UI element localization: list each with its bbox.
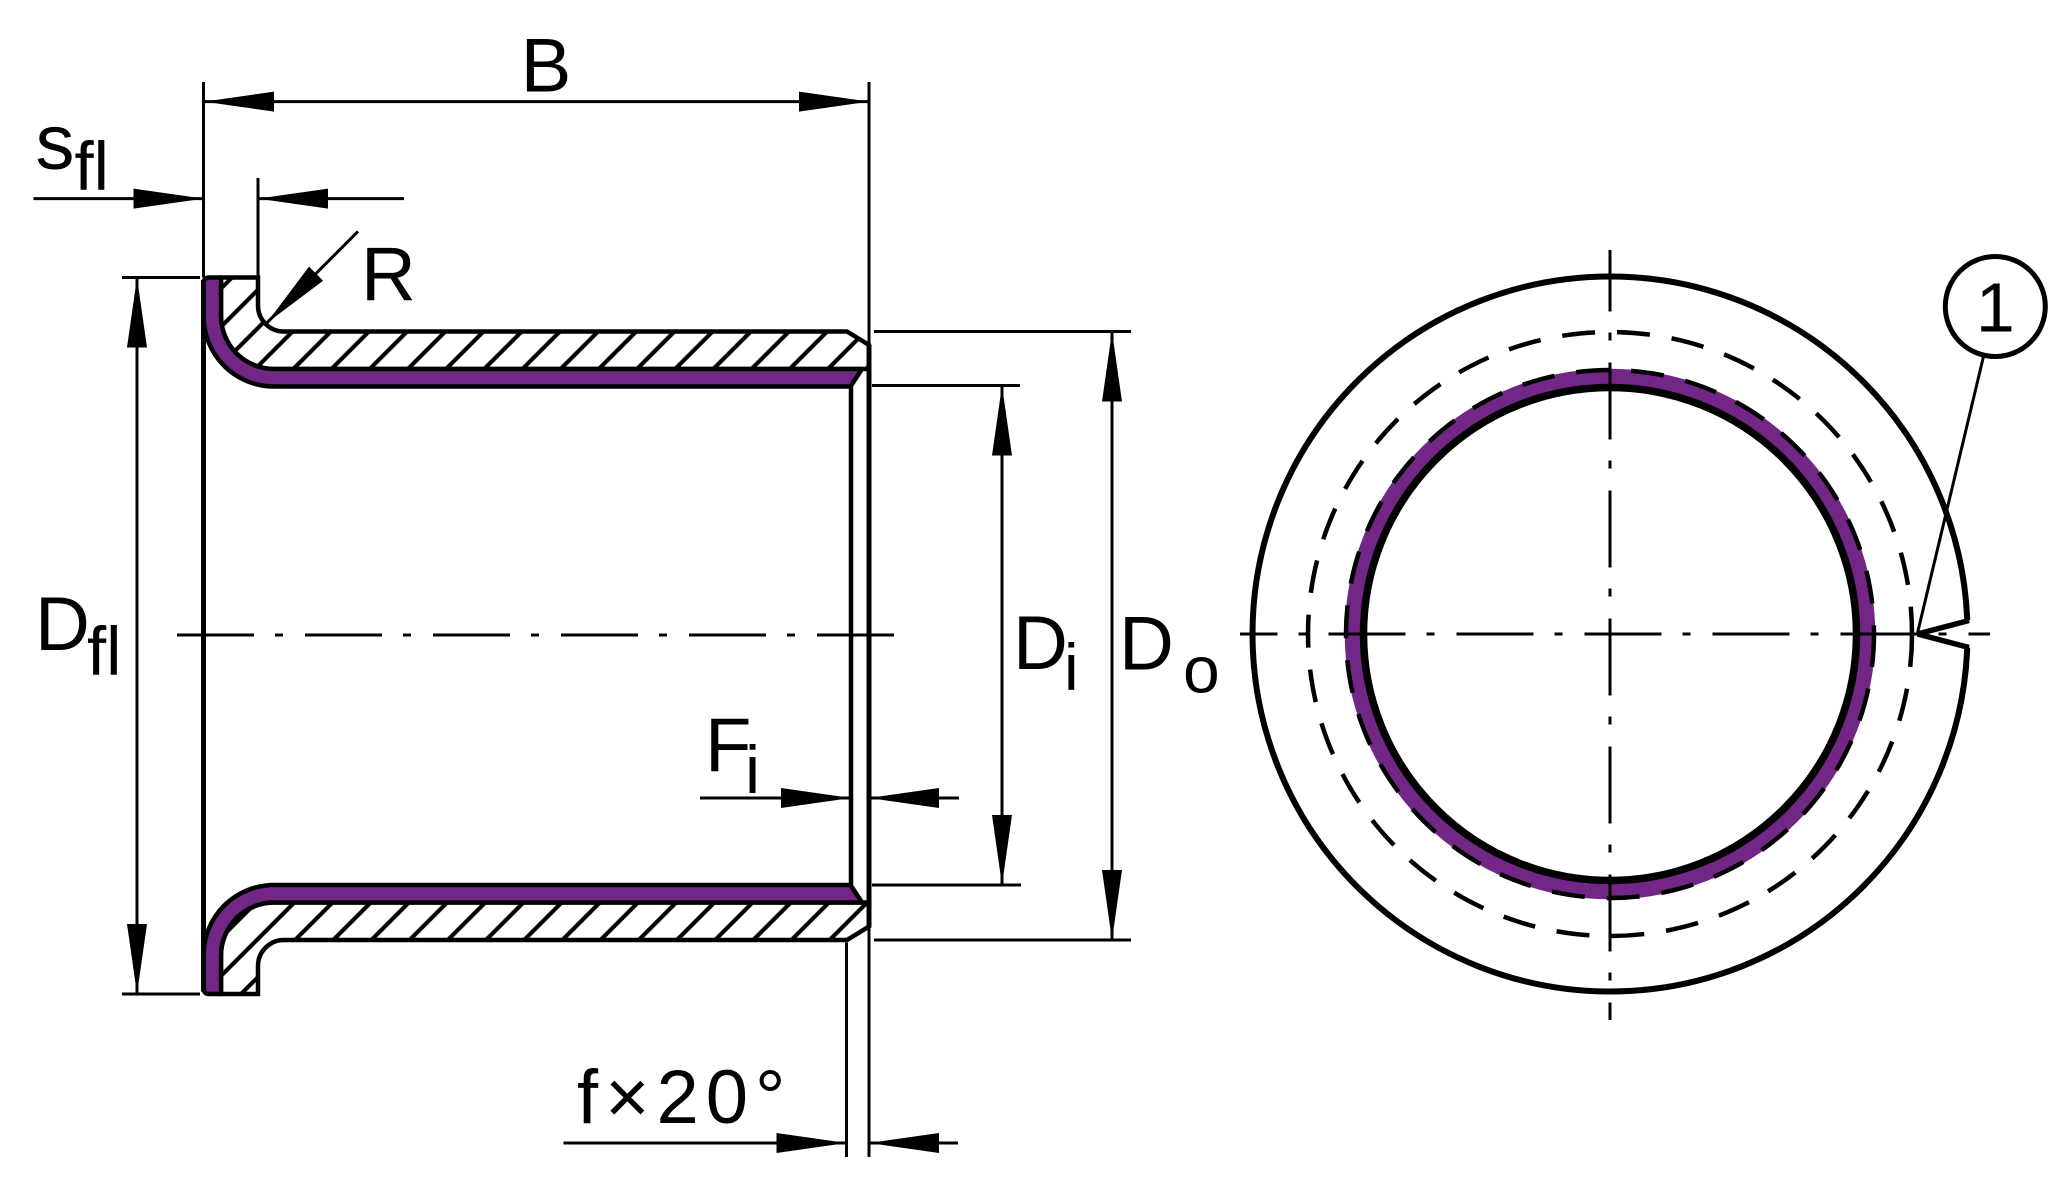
svg-text:1: 1	[1976, 269, 2015, 347]
svg-text:f×20°: f×20°	[577, 1055, 792, 1140]
svg-text:R: R	[361, 233, 416, 318]
svg-text:B: B	[521, 24, 572, 109]
